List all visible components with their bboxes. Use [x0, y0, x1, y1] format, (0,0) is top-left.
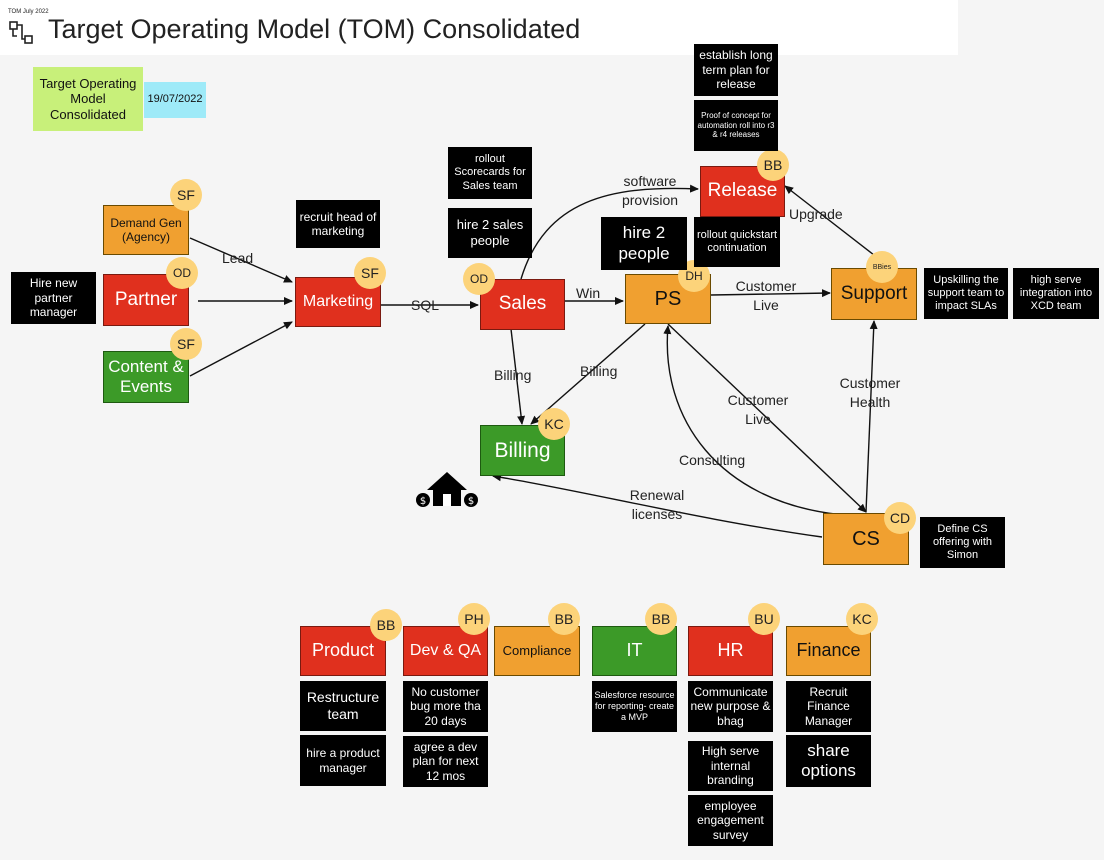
label-consulting: Consulting	[679, 452, 746, 468]
note-hire-2-sales[interactable]: hire 2 sales people	[448, 208, 532, 258]
badge-cs: CD	[884, 502, 916, 534]
badge-release: BB	[757, 149, 789, 181]
note-define-cs[interactable]: Define CS offering with Simon	[920, 517, 1005, 568]
label-win: Win	[576, 285, 601, 301]
header-bar	[0, 0, 958, 55]
flow-diagram-icon	[9, 21, 33, 44]
sticky-date[interactable]: 19/07/2022	[144, 82, 206, 118]
badge-finance: KC	[846, 603, 878, 635]
note-rollout-scorecards[interactable]: rollout Scorecards for Sales team	[448, 147, 532, 199]
node-demand-gen[interactable]: Demand Gen (Agency)	[103, 205, 189, 255]
node-product[interactable]: Product	[300, 626, 386, 676]
edge-customer-live-2	[667, 323, 867, 513]
badge-compliance: BB	[548, 603, 580, 635]
note-hr-1[interactable]: Communicate new purpose & bhag	[688, 681, 773, 732]
edge-renewal	[492, 473, 823, 538]
edge-consulting	[663, 325, 836, 515]
badge-product: BB	[370, 609, 402, 641]
node-content-events[interactable]: Content & Events	[103, 351, 189, 403]
edge-customer-live-1	[710, 289, 831, 298]
svg-text:$: $	[420, 496, 426, 507]
badge-partner: OD	[166, 257, 198, 289]
label-customer-health: Customer Health	[839, 375, 901, 410]
page-title: Target Operating Model (TOM) Consolidate…	[48, 14, 581, 44]
house-dollar-icon: $ $	[416, 472, 478, 507]
label-upgrade: Upgrade	[789, 206, 843, 222]
note-upskilling[interactable]: Upskilling the support team to impact SL…	[924, 268, 1008, 319]
note-hr-3[interactable]: employee engagement survey	[688, 795, 773, 846]
node-hr[interactable]: HR	[688, 626, 773, 676]
note-poc[interactable]: Proof of concept for automation roll int…	[694, 100, 778, 151]
note-rollout-quickstart[interactable]: rollout quickstart continuation	[694, 217, 780, 267]
note-product-2[interactable]: hire a product manager	[300, 735, 386, 786]
label-customer-live-1: Customer Live	[735, 278, 797, 313]
board-subtitle: TOM July 2022	[8, 9, 49, 15]
edge-upgrade	[784, 185, 884, 263]
badge-content: SF	[170, 328, 202, 360]
badge-billing: KC	[538, 408, 570, 440]
note-devqa-1[interactable]: No customer bug more tha 20 days	[403, 681, 488, 732]
note-hire-2[interactable]: hire 2 people	[601, 217, 687, 270]
label-customer-live-2: Customer Live	[727, 392, 789, 427]
node-billing[interactable]: Billing	[480, 425, 565, 476]
sticky-title[interactable]: Target Operating Model Consolidated	[33, 67, 143, 131]
badge-demand-gen: SF	[170, 179, 202, 211]
badge-support: BBies	[866, 251, 898, 283]
note-hire-partner[interactable]: Hire new partner manager	[11, 272, 96, 324]
label-billing-2: Billing	[580, 363, 618, 379]
label-sql: SQL	[411, 297, 440, 313]
label-renewal: Renewal licenses	[629, 487, 685, 522]
svg-text:$: $	[468, 496, 474, 507]
note-devqa-2[interactable]: agree a dev plan for next 12 mos	[403, 736, 488, 787]
edge-content-marketing	[189, 321, 293, 377]
note-it-1[interactable]: Salesforce resource for reporting- creat…	[592, 681, 677, 732]
note-long-term-plan[interactable]: establish long term plan for release	[694, 44, 778, 96]
note-product-1[interactable]: Restructure team	[300, 681, 386, 731]
label-billing-1: Billing	[494, 367, 532, 383]
edge-billing-2	[530, 323, 646, 425]
edge-lead	[189, 237, 293, 283]
note-finance-1[interactable]: Recruit Finance Manager	[786, 681, 871, 732]
badge-hr: BU	[748, 603, 780, 635]
edge-billing-1	[510, 328, 526, 425]
label-lead: Lead	[222, 250, 254, 266]
label-software-provision: software provision	[621, 173, 679, 208]
note-high-serve-integration[interactable]: high serve integration into XCD team	[1013, 268, 1099, 319]
badge-marketing: SF	[354, 257, 386, 289]
edge-customer-health	[865, 320, 878, 513]
badge-it: BB	[645, 603, 677, 635]
note-finance-2[interactable]: share options	[786, 735, 871, 787]
node-ps[interactable]: PS	[625, 274, 711, 324]
badge-sales: OD	[463, 263, 495, 295]
badge-devqa: PH	[458, 603, 490, 635]
node-sales[interactable]: Sales	[480, 279, 565, 330]
note-hr-2[interactable]: High serve internal branding	[688, 741, 773, 791]
note-recruit-head[interactable]: recruit head of marketing	[296, 200, 380, 248]
